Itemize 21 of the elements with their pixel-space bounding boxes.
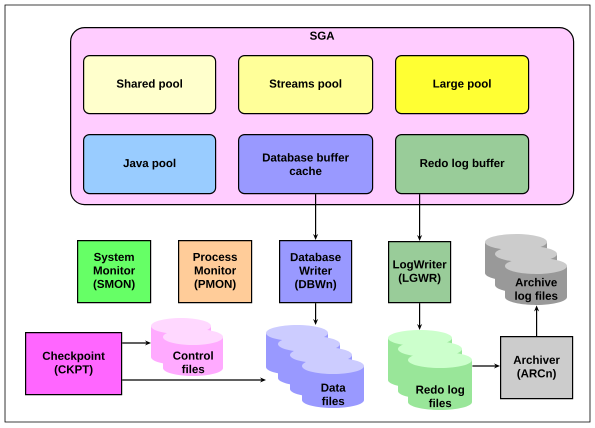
memory-box: Redo log buffer bbox=[395, 134, 530, 194]
process-box: Archiver (ARCn) bbox=[500, 336, 574, 400]
file-stack: Data files bbox=[266, 325, 364, 408]
node-label: Redo log files bbox=[416, 385, 464, 408]
process-box: Checkpoint (CKPT) bbox=[25, 332, 122, 396]
process-box: LogWriter (LGWR) bbox=[388, 241, 452, 304]
memory-box: Streams pool bbox=[238, 55, 374, 114]
node-label: Archive log files bbox=[515, 278, 558, 302]
memory-box: Database buffer cache bbox=[238, 134, 374, 194]
process-box: Database Writer (DBWn) bbox=[279, 240, 352, 304]
node-label: files bbox=[182, 364, 204, 374]
memory-box: Large pool bbox=[395, 55, 530, 114]
node-label: Data files bbox=[322, 384, 346, 406]
file-stack: Redo log files bbox=[388, 330, 472, 410]
process-box: Process Monitor (PMON) bbox=[178, 240, 252, 304]
file-stack: Control files bbox=[151, 318, 223, 376]
process-box: System Monitor (SMON) bbox=[77, 240, 152, 304]
node-label: Control bbox=[173, 351, 213, 360]
file-stack: Archive log files bbox=[485, 234, 567, 305]
memory-box: Shared pool bbox=[83, 55, 216, 114]
memory-box: Java pool bbox=[83, 134, 216, 194]
